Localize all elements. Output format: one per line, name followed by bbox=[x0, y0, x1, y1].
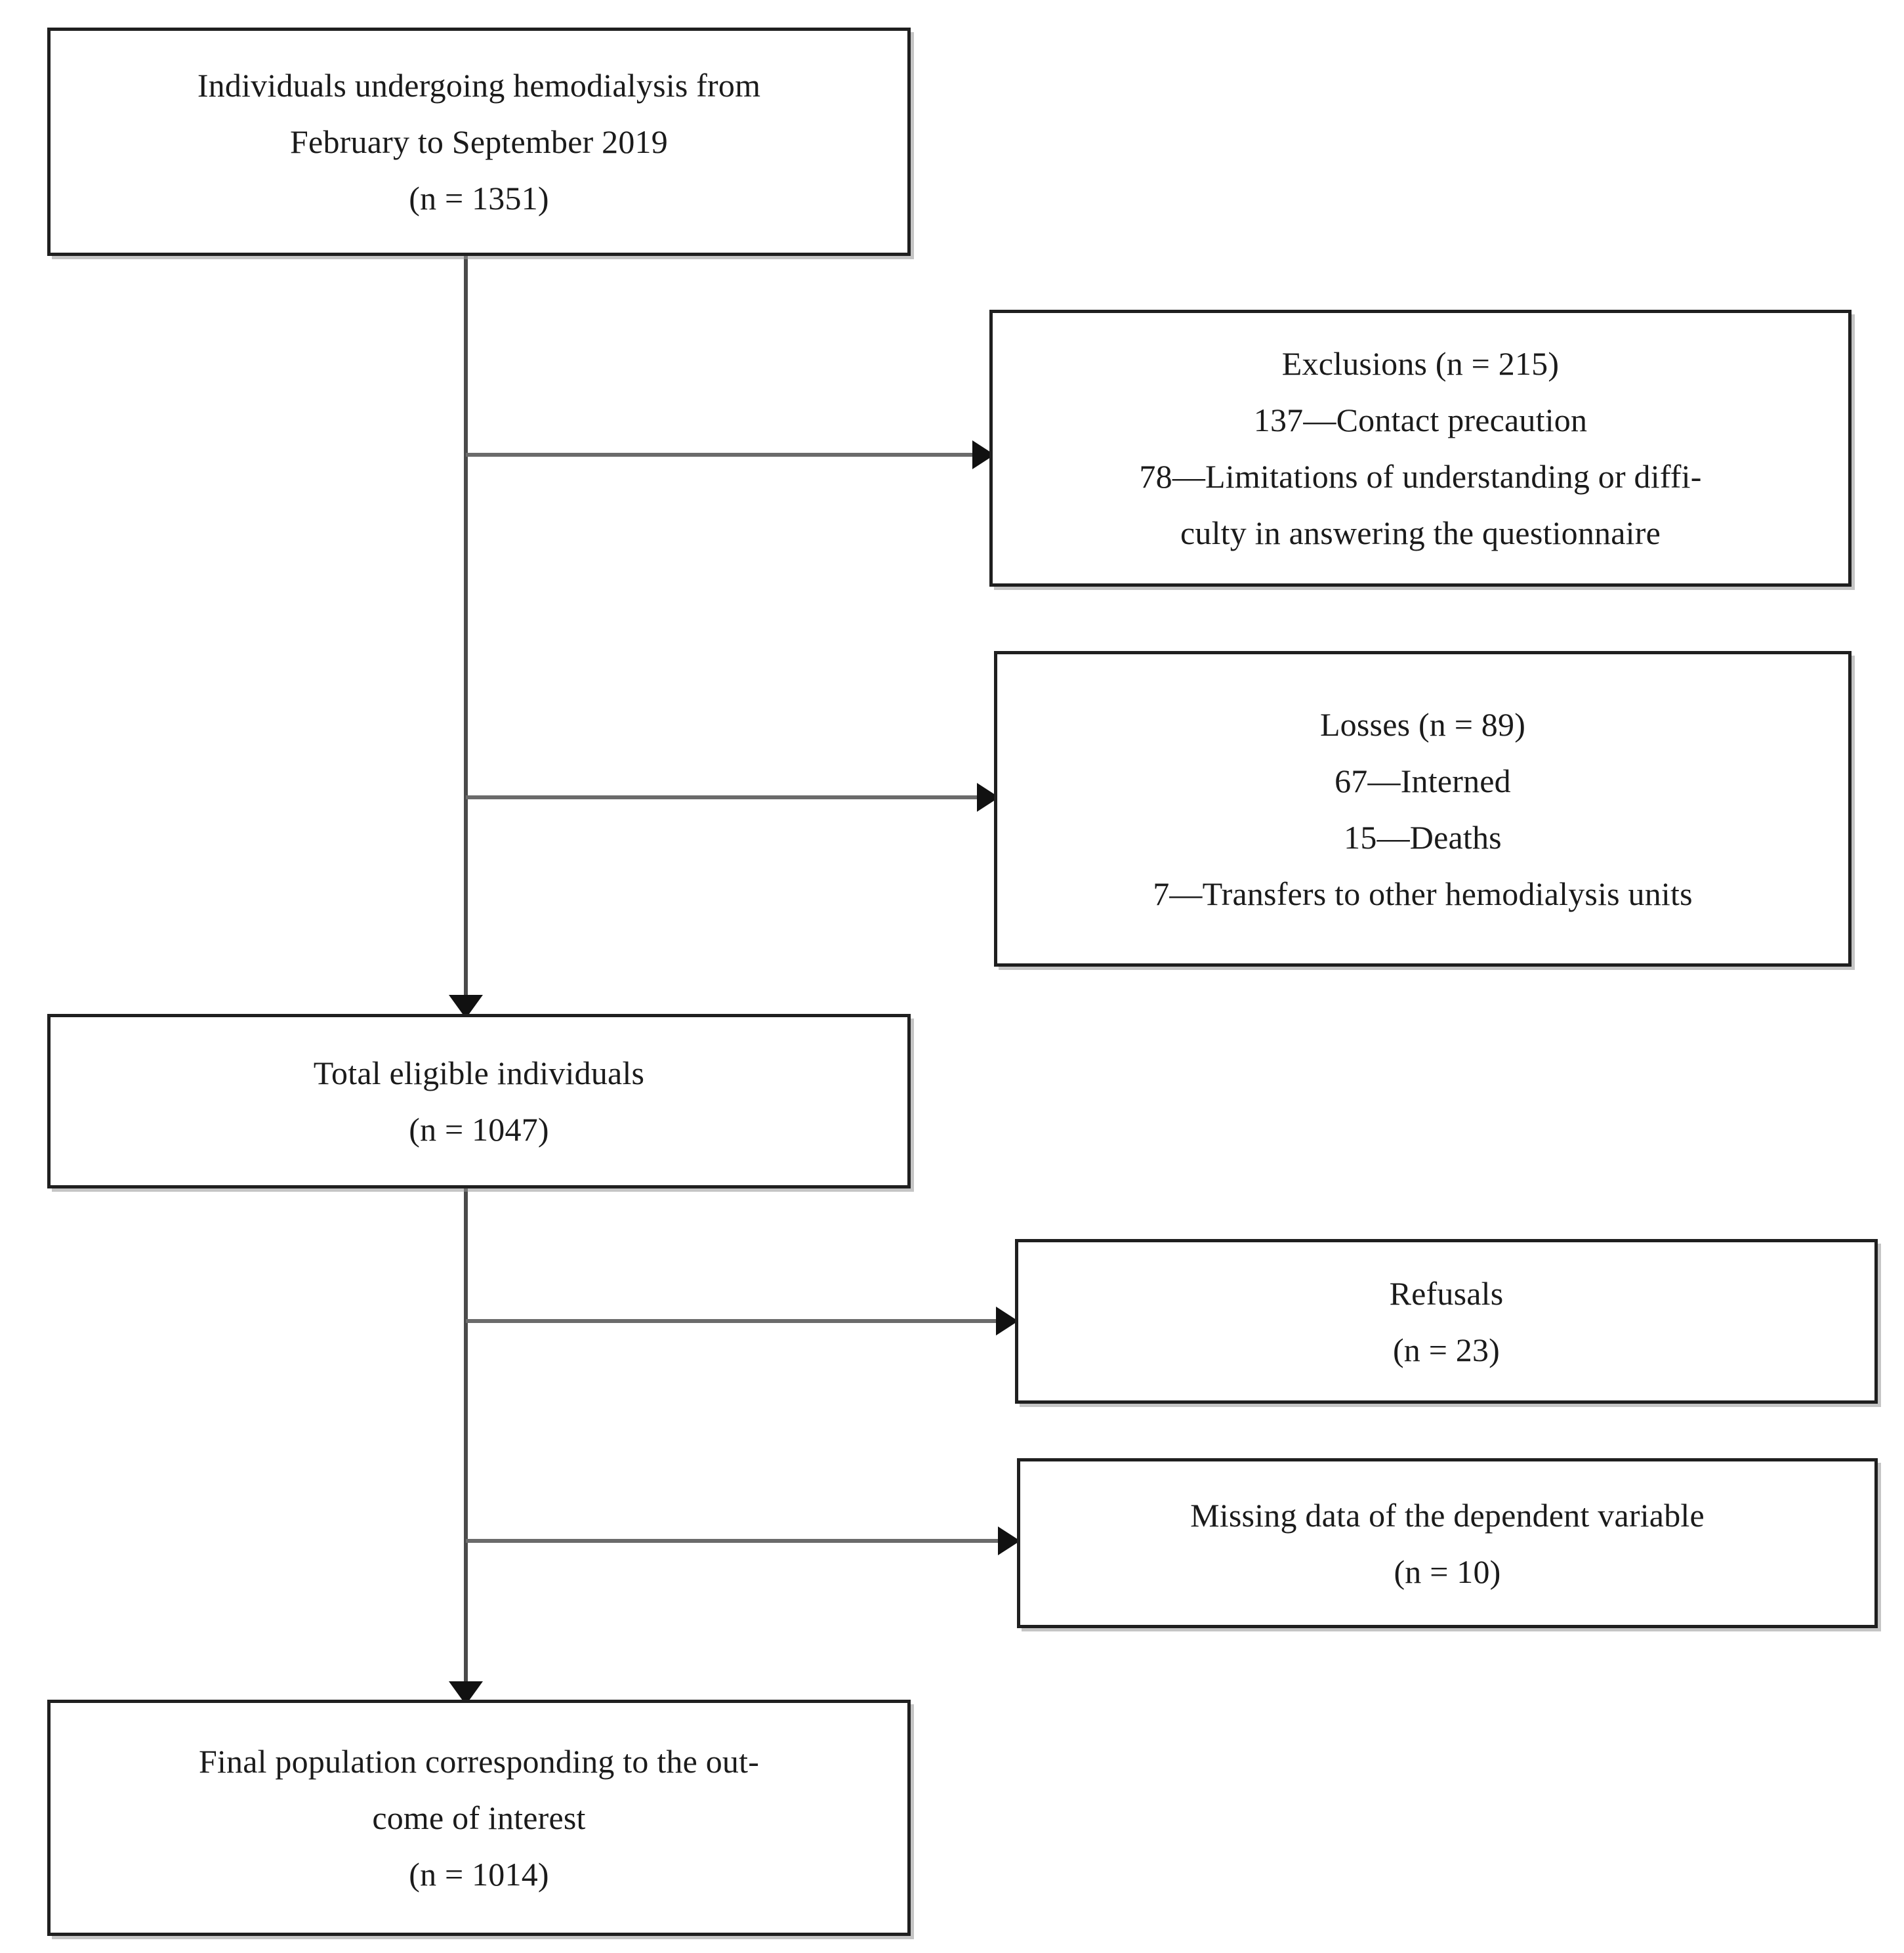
connector-to-losses bbox=[466, 795, 985, 799]
connector-to-refusals bbox=[466, 1319, 1004, 1323]
node-losses: Losses (n = 89) 67—Interned 15—Deaths 7—… bbox=[994, 651, 1852, 967]
connector-trunk-lower bbox=[464, 1188, 468, 1707]
losses-reason-1: 67—Interned bbox=[1335, 762, 1511, 799]
node-exclusions: Exclusions (n = 215) 137—Contact precaut… bbox=[989, 310, 1852, 587]
source-population-line-1: Individuals undergoing hemodialysis from bbox=[197, 67, 761, 104]
arrowhead-right-missing-data bbox=[998, 1526, 1020, 1555]
node-total-eligible-individuals: Total eligible individuals (n = 1047) bbox=[47, 1014, 911, 1188]
connector-to-exclusions bbox=[466, 453, 980, 457]
refusals-label: Refusals bbox=[1389, 1274, 1504, 1312]
exclusions-reason-2-part-2: culty in answering the questionnaire bbox=[1180, 514, 1661, 551]
total-eligible-count: (n = 1047) bbox=[409, 1111, 549, 1148]
source-population-line-2: February to September 2019 bbox=[290, 123, 668, 160]
refusals-count: (n = 23) bbox=[1392, 1331, 1500, 1368]
final-population-count: (n = 1014) bbox=[409, 1856, 549, 1893]
connector-to-missing-data bbox=[466, 1539, 1006, 1543]
final-population-line-2: come of interest bbox=[372, 1799, 586, 1836]
final-population-line-1: Final population corresponding to the ou… bbox=[198, 1743, 760, 1780]
losses-reason-2: 15—Deaths bbox=[1344, 818, 1502, 856]
exclusions-reason-1: 137—Contact precaution bbox=[1253, 402, 1588, 438]
missing-data-count: (n = 10) bbox=[1394, 1553, 1501, 1590]
source-population-count: (n = 1351) bbox=[409, 180, 549, 217]
node-final-population: Final population corresponding to the ou… bbox=[47, 1700, 911, 1936]
missing-data-label: Missing data of the dependent variable bbox=[1190, 1496, 1705, 1534]
connector-trunk-upper bbox=[464, 256, 468, 1017]
losses-heading: Losses (n = 89) bbox=[1319, 705, 1526, 743]
exclusions-heading: Exclusions (n = 215) bbox=[1281, 345, 1560, 382]
node-source-population: Individuals undergoing hemodialysis from… bbox=[47, 28, 911, 256]
node-refusals: Refusals (n = 23) bbox=[1015, 1239, 1878, 1404]
node-missing-data: Missing data of the dependent variable (… bbox=[1017, 1458, 1878, 1628]
losses-reason-3: 7—Transfers to other hemodialysis units bbox=[1153, 875, 1693, 912]
arrowhead-right-refusals bbox=[996, 1307, 1018, 1335]
total-eligible-label: Total eligible individuals bbox=[313, 1055, 645, 1091]
exclusions-reason-2-part-1: 78—Limitations of understanding or diffi… bbox=[1139, 458, 1702, 495]
